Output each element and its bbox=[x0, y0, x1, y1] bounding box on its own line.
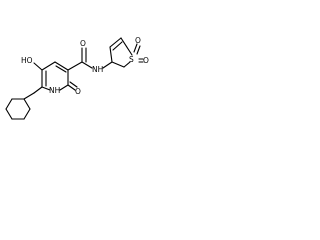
bond-c3-amide bbox=[67, 61, 83, 71]
bond-s-oxygen-top-double bbox=[136, 45, 141, 55]
bond-thiolane-s-c4 bbox=[123, 61, 131, 68]
bond-thiolane-c2-c1-double bbox=[112, 41, 123, 51]
molecule-structure-diagram: HO NH O O NH S O O bbox=[5, 36, 149, 120]
bond-ring-n1-c6 bbox=[41, 86, 51, 91]
bond-c5-hydroxyl bbox=[33, 62, 43, 71]
bond-ring-c2-n1 bbox=[59, 84, 69, 91]
atom-label-layer: HO NH O O NH S O O bbox=[21, 36, 149, 96]
bond-thiolane-c2-c1 bbox=[109, 37, 122, 48]
atom-label-hydroxyl: HO bbox=[21, 56, 33, 65]
bond-c6-cyclohexyl bbox=[33, 86, 43, 94]
bond-amide-nh bbox=[81, 61, 93, 69]
bond-cyclohexyl-7 bbox=[23, 98, 31, 110]
bond-ring-c4-c3-double bbox=[55, 65, 67, 73]
atom-label-sulfone-oxygen-right: O bbox=[143, 56, 149, 65]
atom-label-sulfone-oxygen-top: O bbox=[135, 36, 141, 45]
bond-nh-thiolane bbox=[102, 61, 113, 69]
bond-s-oxygen-top bbox=[133, 43, 138, 53]
bond-c2-keto bbox=[67, 84, 76, 91]
bond-layer bbox=[5, 37, 144, 120]
bond-thiolane-c1-s bbox=[120, 37, 133, 56]
bond-c2-keto-double bbox=[69, 81, 78, 88]
bond-cyclohexyl-3 bbox=[5, 98, 13, 110]
atom-label-sulfur: S bbox=[129, 55, 134, 64]
bond-cyclohexyl-4 bbox=[5, 108, 13, 120]
bond-thiolane-c3-c2 bbox=[109, 46, 113, 63]
bond-cyclohexyl-6 bbox=[23, 108, 31, 120]
bond-ring-c4-c3 bbox=[54, 61, 69, 71]
bond-cyclohexyl-1 bbox=[23, 92, 35, 100]
atom-label-amide-oxygen: O bbox=[80, 39, 86, 48]
atom-label-keto-oxygen: O bbox=[75, 87, 81, 96]
bond-thiolane-c4-c3 bbox=[111, 61, 125, 68]
atom-label-amide-nh: NH bbox=[92, 65, 103, 74]
bond-ring-c5-c4 bbox=[41, 61, 56, 71]
atom-label-ring-nh: NH bbox=[49, 86, 60, 95]
